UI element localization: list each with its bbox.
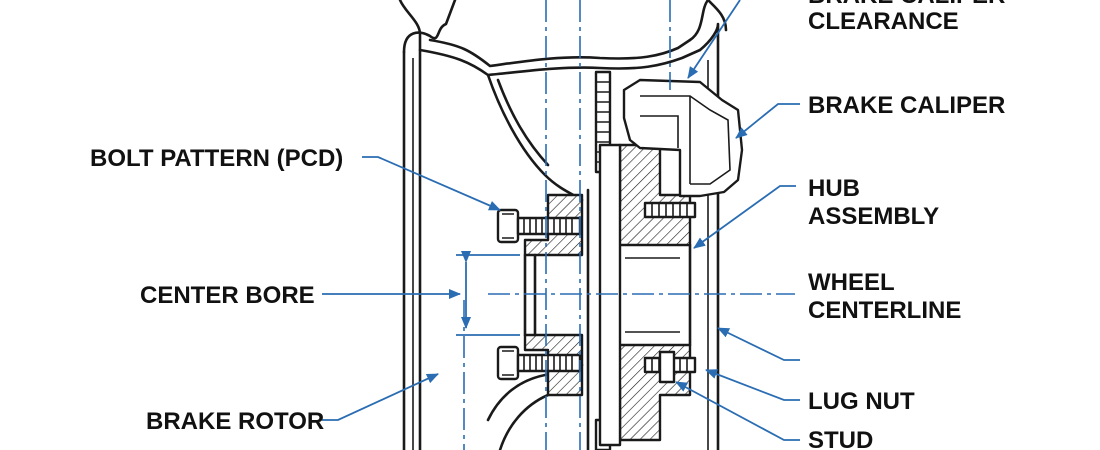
label-lug-nut: LUG NUT bbox=[808, 388, 915, 415]
label-hub-assembly-line1: HUB bbox=[808, 175, 860, 202]
leader-hub-assembly bbox=[693, 185, 796, 249]
label-caliper-clearance-line2: CLEARANCE bbox=[808, 8, 959, 35]
center-bore-dimension bbox=[456, 251, 520, 336]
leader-brake-rotor bbox=[322, 373, 439, 421]
wheel-rim bbox=[398, 0, 728, 450]
label-bolt-pattern: BOLT PATTERN (PCD) bbox=[90, 145, 343, 172]
leader-bolt-pattern bbox=[362, 156, 501, 211]
label-caliper-clearance-line1: BRAKE CALIPER bbox=[808, 0, 1005, 9]
leader-brake-caliper bbox=[735, 103, 800, 139]
label-brake-rotor: BRAKE ROTOR bbox=[146, 408, 324, 435]
left-lug-bolts bbox=[496, 208, 582, 381]
labels: BRAKE CALIPER CLEARANCE BRAKE CALIPER BO… bbox=[90, 0, 1005, 450]
label-wheel-centerline-line2: CENTERLINE bbox=[808, 297, 961, 324]
label-center-bore: CENTER BORE bbox=[140, 282, 315, 309]
leader-stud bbox=[675, 381, 800, 441]
label-stud: STUD bbox=[808, 427, 873, 450]
leader-lines bbox=[322, 0, 800, 441]
brake-caliper-shape bbox=[622, 78, 744, 198]
centerlines bbox=[463, 0, 795, 450]
leader-lug-nut bbox=[705, 369, 800, 401]
wheel-disc bbox=[486, 73, 584, 450]
label-brake-caliper: BRAKE CALIPER bbox=[808, 92, 1005, 119]
leader-wheel-centerline bbox=[717, 327, 800, 361]
leader-caliper-clearance bbox=[687, 0, 741, 79]
label-hub-assembly-line2: ASSEMBLY bbox=[808, 203, 939, 230]
hub-assembly-section bbox=[598, 143, 697, 447]
label-wheel-centerline-line1: WHEEL bbox=[808, 269, 895, 296]
